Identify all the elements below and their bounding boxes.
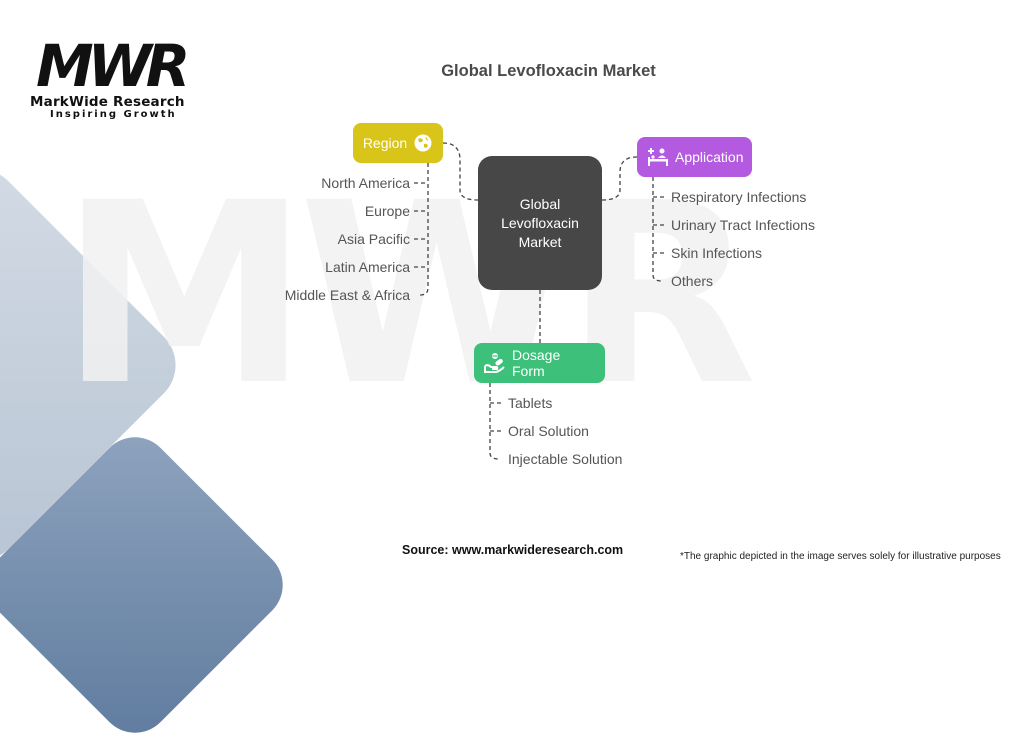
dosage-form-label: Dosage Form bbox=[512, 347, 561, 379]
logo-mark: MWR bbox=[36, 32, 190, 100]
pill-hand-icon bbox=[484, 353, 505, 373]
application-item: Respiratory Infections bbox=[671, 189, 807, 205]
connector-lines bbox=[414, 142, 667, 460]
application-item: Others bbox=[671, 273, 714, 289]
dosage-form-item: Injectable Solution bbox=[508, 451, 623, 467]
application-item: Skin Infections bbox=[671, 245, 763, 261]
center-node: Global Levofloxacin Market bbox=[478, 156, 602, 290]
region-item: Asia Pacific bbox=[337, 231, 410, 247]
center-line-3: Market bbox=[518, 233, 562, 250]
center-line-1: Global bbox=[519, 195, 561, 212]
region-label: Region bbox=[362, 135, 408, 151]
region-item: Middle East & Africa bbox=[284, 287, 410, 303]
watermark: MWR bbox=[60, 149, 757, 440]
brand-logo: MWR MarkWide Research Inspiring Growth bbox=[30, 32, 190, 120]
medical-care-icon bbox=[648, 148, 668, 166]
source-text: Source: www.markwideresearch.com bbox=[402, 543, 624, 557]
dosage-form-node: Dosage Form bbox=[474, 343, 605, 383]
diagram-title: Global Levofloxacin Market bbox=[441, 62, 656, 80]
logo-tagline: Inspiring Growth bbox=[50, 109, 177, 120]
application-node: Application bbox=[637, 137, 752, 177]
logo-name: MarkWide Research bbox=[30, 94, 185, 110]
region-item: Latin America bbox=[325, 259, 410, 275]
disclaimer-text: *The graphic depicted in the image serve… bbox=[680, 551, 1001, 562]
dosage-form-item: Tablets bbox=[508, 395, 553, 411]
application-label: Application bbox=[675, 149, 744, 165]
center-line-2: Levofloxacin bbox=[501, 214, 579, 231]
application-item: Urinary Tract Infections bbox=[671, 217, 815, 233]
region-item: Europe bbox=[364, 203, 410, 219]
globe-icon bbox=[414, 134, 432, 152]
region-item: North America bbox=[321, 175, 410, 191]
region-node: Region bbox=[353, 123, 443, 163]
dosage-form-item: Oral Solution bbox=[508, 423, 589, 439]
